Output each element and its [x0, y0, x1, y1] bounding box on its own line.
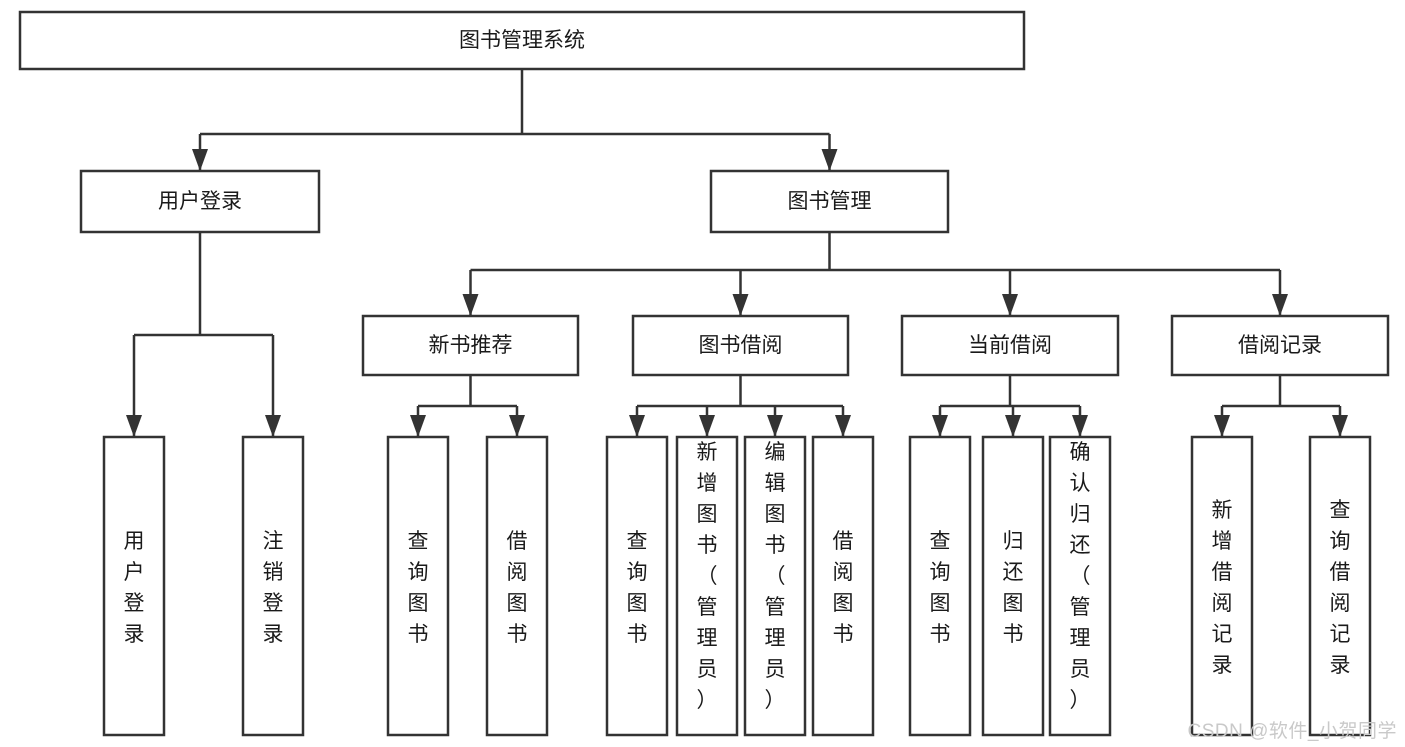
csdn-watermark: CSDN @软件_小贺同学: [1187, 721, 1397, 742]
node-level3-0: 新书推荐: [361, 314, 580, 377]
node-root-book-management-system: 图书管理系统: [18, 10, 1026, 71]
node-leaf-10-box[interactable]: [1048, 435, 1112, 737]
node-level3-3-box[interactable]: [1170, 314, 1390, 377]
node-leaf-3: 借阅图书: [485, 435, 549, 737]
node-leaf-8-label: 查询图书: [930, 530, 951, 646]
node-leaf-5: 新增图书（管理员）: [675, 435, 739, 737]
node-leaf-4-label: 查询图书: [627, 530, 648, 646]
node-leaf-10: 确认归还（管理员）: [1048, 435, 1112, 737]
arrow-level3: [1002, 294, 1018, 316]
node-level3-1-label: 图书借阅: [699, 334, 783, 357]
node-leaf-2: 查询图书: [386, 435, 450, 737]
node-root-book-management-system-box[interactable]: [18, 10, 1026, 71]
node-leaf-7-box[interactable]: [811, 435, 875, 737]
arrow-level2: [821, 149, 838, 171]
node-leaf-9: 归还图书: [981, 435, 1045, 737]
node-leaf-7: 借阅图书: [811, 435, 875, 737]
node-level2-1-label: 图书管理: [788, 190, 872, 213]
node-leaf-4: 查询图书: [605, 435, 669, 737]
arrow-leaf: [699, 415, 715, 437]
node-leaf-3-box[interactable]: [485, 435, 549, 737]
node-leaf-8-box[interactable]: [908, 435, 972, 737]
arrow-leaf: [1214, 415, 1230, 437]
arrow-level2: [192, 149, 208, 171]
arrow-level3: [462, 294, 479, 316]
node-level2-0-box[interactable]: [79, 169, 321, 234]
node-level2-0: 用户登录: [79, 169, 321, 234]
node-leaf-0: 用户登录: [102, 435, 166, 737]
node-leaf-1-label: 注销登录: [263, 530, 284, 646]
arrow-leaf: [509, 415, 525, 437]
arrow-leaf: [767, 415, 783, 437]
node-leaf-6: 编辑图书（管理员）: [743, 435, 807, 737]
node-root-book-management-system-label: 图书管理系统: [459, 29, 585, 52]
node-leaf-5-box[interactable]: [675, 435, 739, 737]
node-leaf-9-box[interactable]: [981, 435, 1045, 737]
node-level2-0-label: 用户登录: [158, 190, 242, 213]
node-leaf-11-box[interactable]: [1190, 435, 1254, 737]
node-level3-2-label: 当前借阅: [968, 334, 1052, 357]
node-leaf-12-box[interactable]: [1308, 435, 1372, 737]
node-level3-2-box[interactable]: [900, 314, 1120, 377]
arrow-leaf: [126, 415, 142, 437]
node-leaf-10-label: 确认归还（管理员）: [1070, 441, 1091, 712]
arrow-leaf: [1332, 415, 1348, 437]
arrow-leaf: [835, 415, 851, 437]
node-level3-1-box[interactable]: [631, 314, 850, 377]
node-level3-1: 图书借阅: [631, 314, 850, 377]
node-leaf-12-label: 查询借阅记录: [1330, 499, 1351, 677]
node-leaf-12: 查询借阅记录: [1308, 435, 1372, 737]
node-leaf-2-label: 查询图书: [408, 530, 429, 646]
node-leaf-0-label: 用户登录: [124, 530, 145, 646]
node-leaf-1-box[interactable]: [241, 435, 305, 737]
node-level3-3: 借阅记录: [1170, 314, 1390, 377]
node-leaf-2-box[interactable]: [386, 435, 450, 737]
node-leaf-7-label: 借阅图书: [833, 530, 854, 646]
node-leaf-0-box[interactable]: [102, 435, 166, 737]
node-level3-0-box[interactable]: [361, 314, 580, 377]
node-level3-3-label: 借阅记录: [1238, 334, 1322, 357]
arrow-leaf: [1072, 415, 1088, 437]
node-leaf-4-box[interactable]: [605, 435, 669, 737]
arrow-level3: [732, 294, 749, 316]
node-leaf-11-label: 新增借阅记录: [1212, 499, 1233, 677]
arrow-level3: [1272, 294, 1288, 316]
node-level2-1: 图书管理: [709, 169, 950, 234]
arrow-leaf: [932, 415, 948, 437]
arrow-leaf: [265, 415, 281, 437]
node-level2-1-box[interactable]: [709, 169, 950, 234]
node-leaf-1: 注销登录: [241, 435, 305, 737]
node-leaf-6-label: 编辑图书（管理员）: [765, 441, 786, 712]
node-leaf-5-label: 新增图书（管理员）: [697, 441, 718, 712]
arrow-leaf: [1005, 415, 1021, 437]
arrow-leaf: [629, 415, 645, 437]
node-level3-0-label: 新书推荐: [429, 334, 513, 357]
arrow-leaf: [410, 415, 426, 437]
node-leaf-3-label: 借阅图书: [507, 530, 528, 646]
node-leaf-8: 查询图书: [908, 435, 972, 737]
node-leaf-6-box[interactable]: [743, 435, 807, 737]
node-leaf-9-label: 归还图书: [1003, 530, 1024, 646]
node-level3-2: 当前借阅: [900, 314, 1120, 377]
node-leaf-11: 新增借阅记录: [1190, 435, 1254, 737]
nodes-group: 图书管理系统用户登录图书管理新书推荐图书借阅当前借阅借阅记录用户登录注销登录查询…: [18, 10, 1390, 737]
connectors-group: [126, 69, 1348, 437]
